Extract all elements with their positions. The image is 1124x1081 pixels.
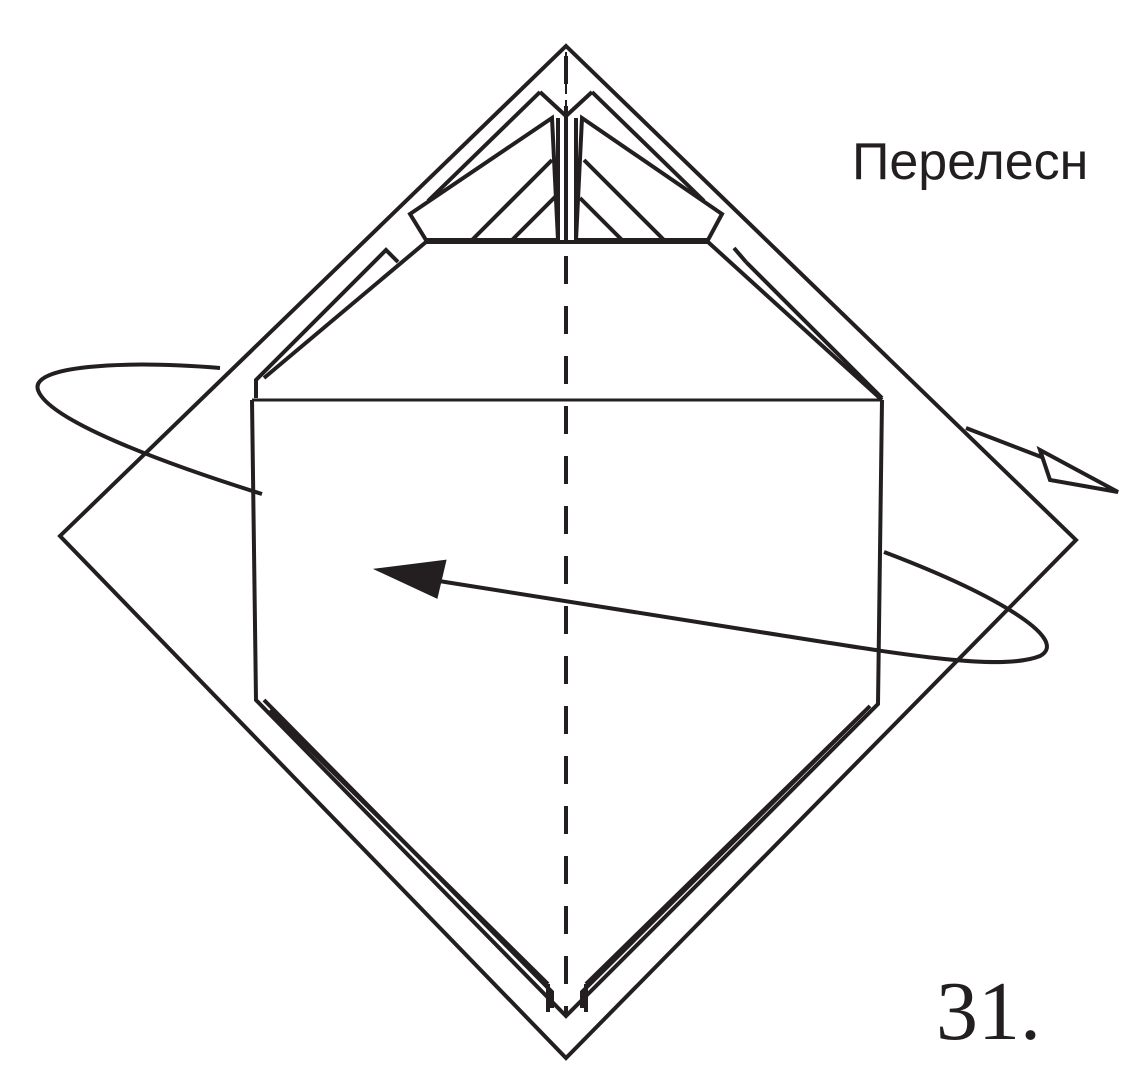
- arrowhead-icon: [372, 559, 447, 599]
- instruction-caption: Перелесн: [852, 133, 1089, 191]
- side-flaps: [254, 240, 884, 402]
- hollow-arrow-icon: [965, 426, 1119, 494]
- turn-over-arrow-left-loop: [35, 362, 263, 496]
- outer-paper-square: [57, 43, 1079, 1061]
- turn-over-arrow-right-loop: [419, 550, 1049, 665]
- step-number: 31.: [936, 965, 1041, 1058]
